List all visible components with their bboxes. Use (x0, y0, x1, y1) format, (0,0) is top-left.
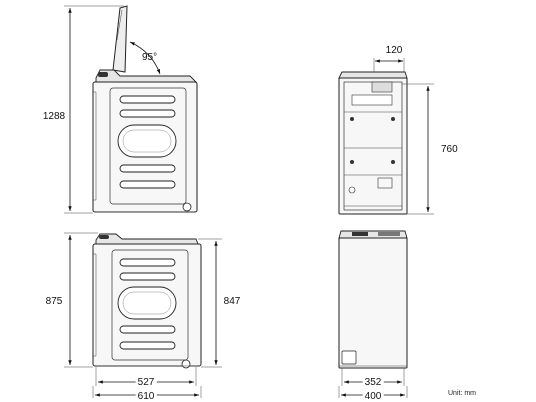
control-panel (95, 69, 198, 83)
label-knockout (135, 391, 157, 402)
foot (182, 202, 192, 212)
side-view-closed (92, 233, 202, 369)
svg-text:1288: 1288 (43, 111, 66, 122)
dim-height-body: 847 (198, 238, 241, 368)
lid-angle-label: 95° (142, 52, 157, 63)
front-view (338, 230, 408, 369)
dim-height-total: 875 (46, 232, 98, 368)
svg-text:760: 760 (441, 144, 458, 155)
unit-label: Unit: mm (448, 390, 476, 397)
svg-text:400: 400 (365, 391, 382, 402)
dim-lid-width: 120 (373, 45, 405, 72)
dim-width-body: 352 (341, 368, 405, 388)
service-flap (341, 350, 357, 365)
dim-height-lid-open: 1288 (43, 5, 124, 214)
svg-text:527: 527 (138, 377, 155, 388)
machine-front (338, 237, 408, 369)
side-embossing (117, 124, 177, 158)
svg-text:610: 610 (138, 391, 155, 402)
label-knockout (362, 391, 384, 402)
svg-text:120: 120 (386, 45, 403, 56)
svg-text:847: 847 (224, 296, 241, 307)
dim-depth-total: 610 (92, 386, 202, 402)
dim-width-total: 400 (338, 386, 408, 402)
label-knockout (362, 377, 384, 388)
lid-angle-arc (129, 41, 161, 75)
back-view (338, 71, 408, 215)
dim-height-back: 760 (402, 83, 458, 215)
svg-text:352: 352 (365, 377, 382, 388)
label-knockout (135, 377, 157, 388)
svg-text:875: 875 (46, 296, 63, 307)
dim-depth-body: 527 (95, 367, 197, 388)
open-lid (112, 5, 128, 73)
side-view-lid-open: 95° (92, 5, 198, 213)
